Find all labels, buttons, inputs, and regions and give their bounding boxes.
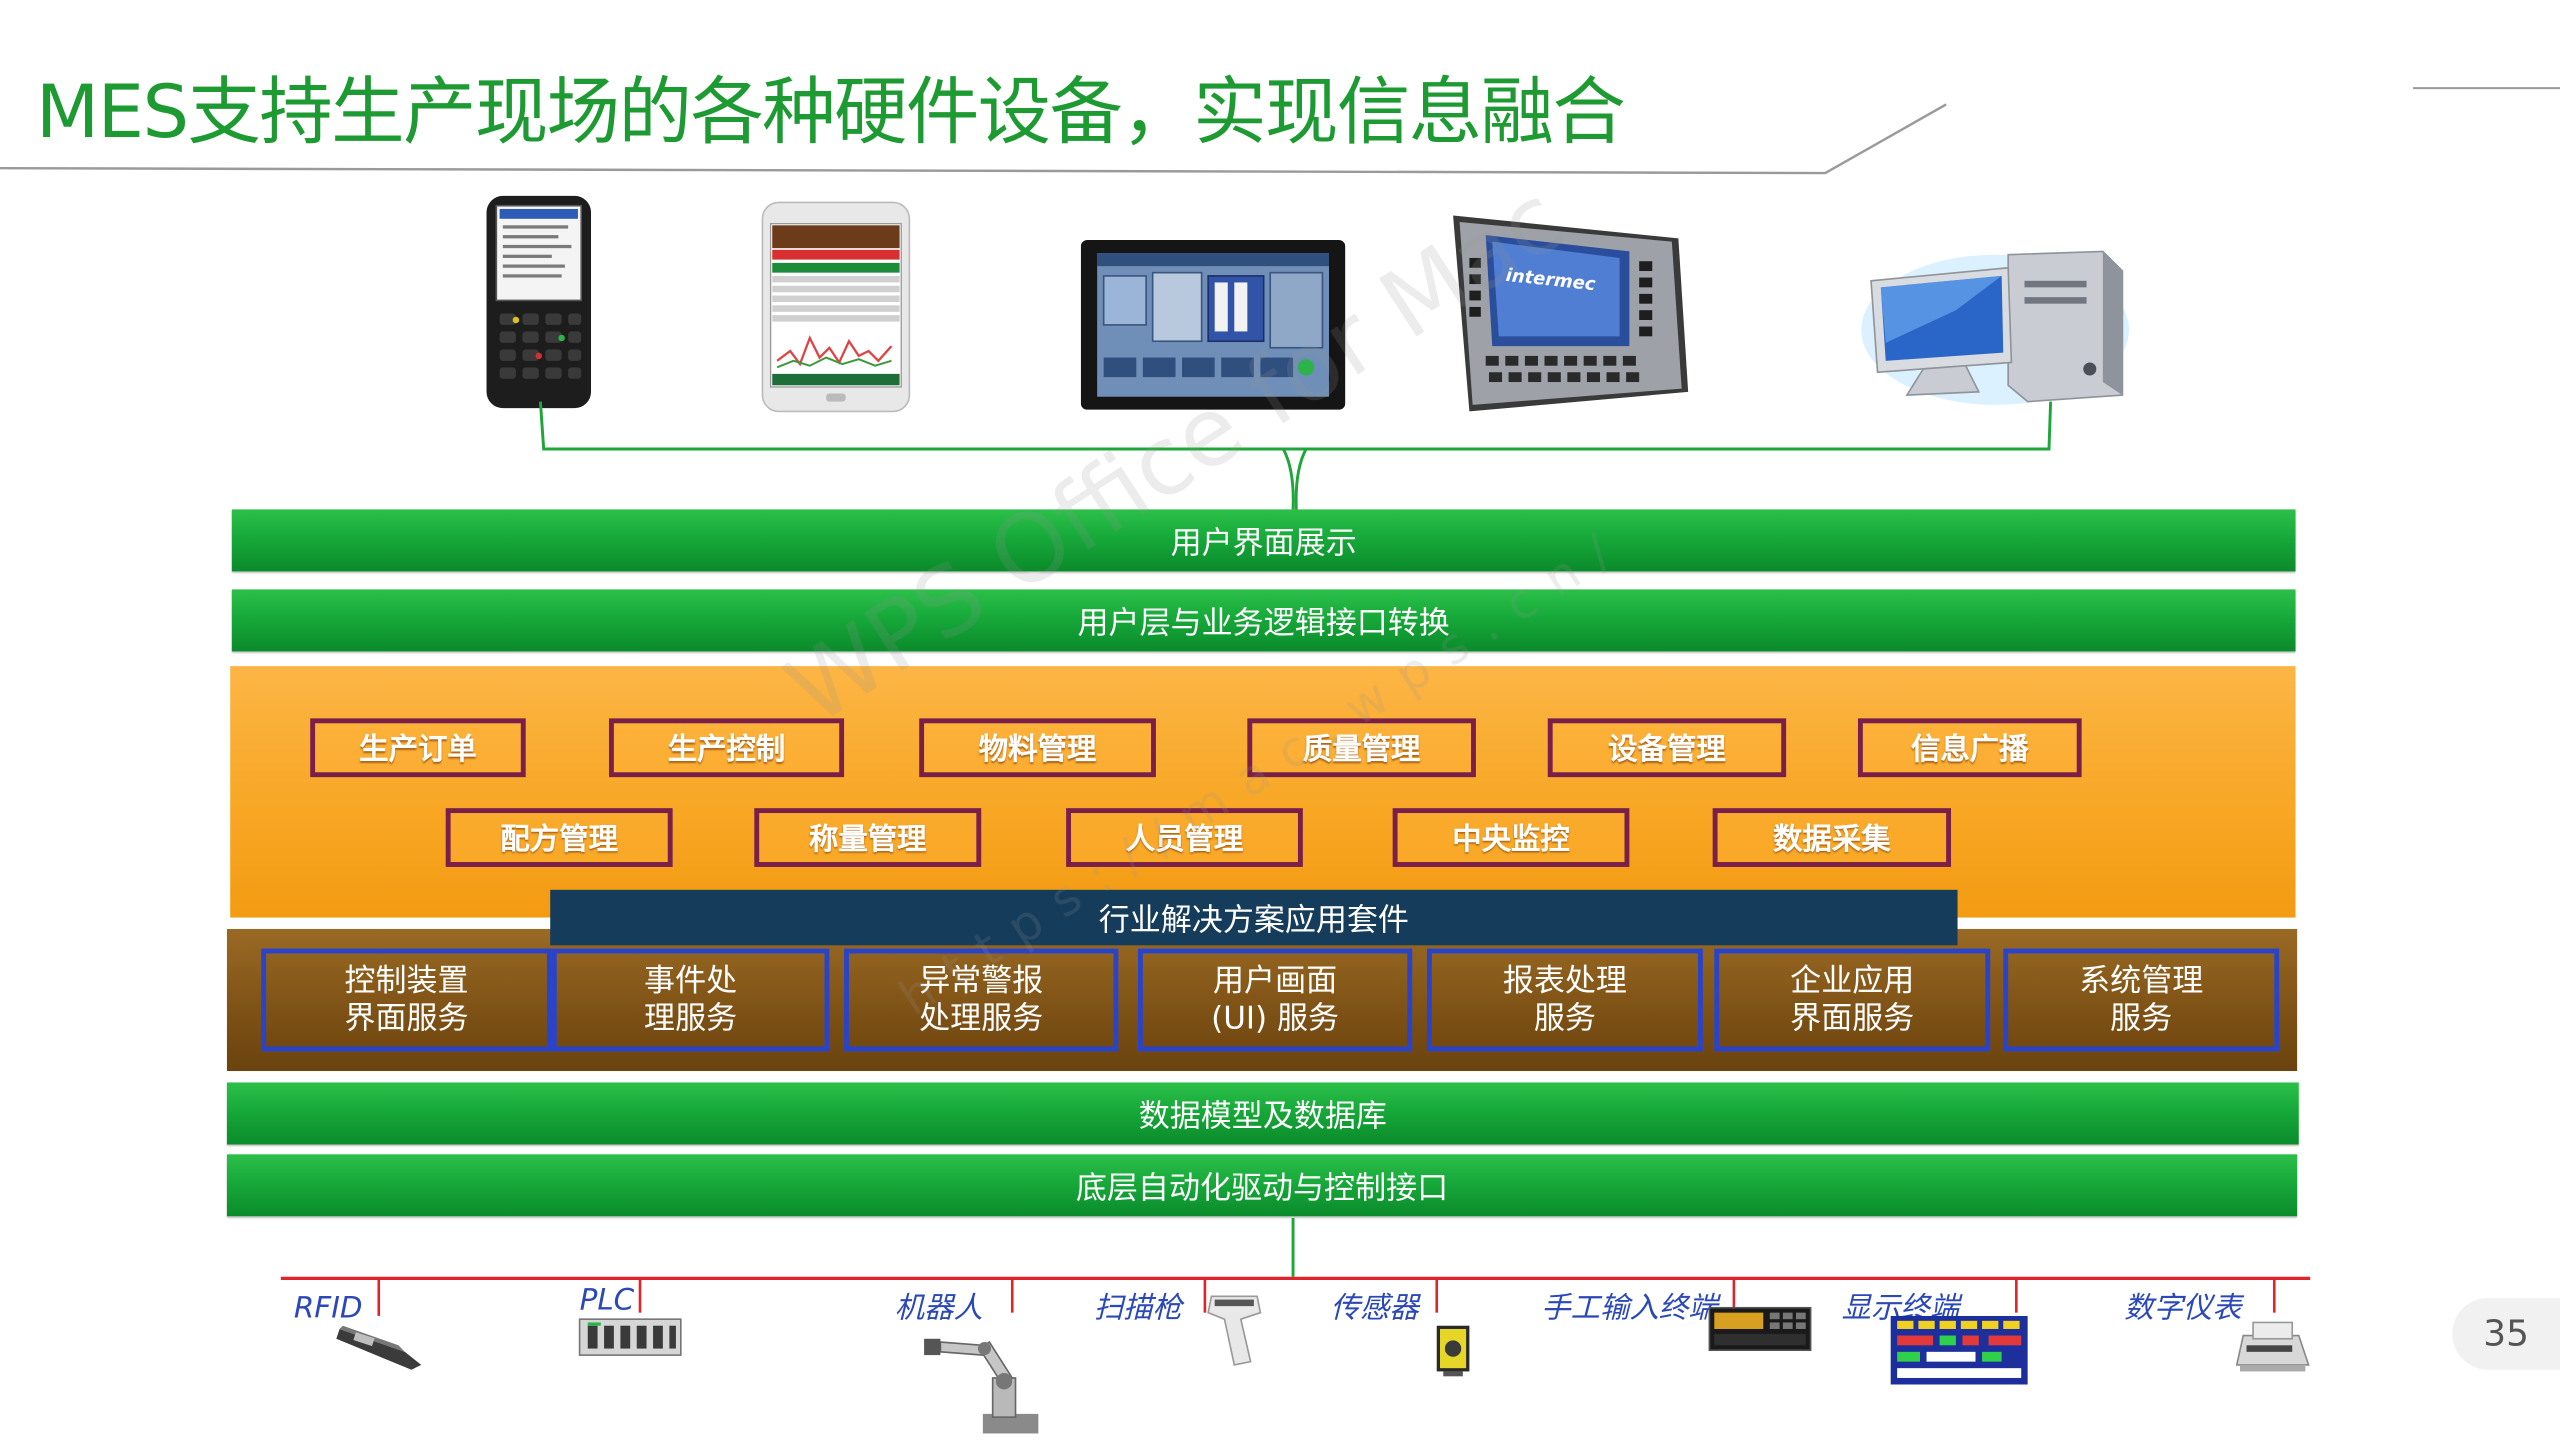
service-system-management: 系统管理 服务 — [2003, 948, 2280, 1052]
module-production-order: 生产订单 — [310, 718, 526, 778]
page-title: MES支持生产现场的各种硬件设备，实现信息融合 — [35, 68, 1626, 156]
module-material-management: 物料管理 — [919, 718, 1156, 778]
device-label-robot: 机器人 — [894, 1291, 983, 1326]
module-data-acquisition: 数据采集 — [1712, 808, 1952, 867]
device-label-rfid: RFID — [293, 1291, 363, 1326]
display-board-icon — [1890, 1315, 2028, 1385]
module-quality-management: 质量管理 — [1247, 718, 1476, 778]
service-user-interface: 用户画面 (UI) 服务 — [1137, 948, 1413, 1052]
desktop-computer-icon — [1861, 250, 2129, 405]
rfid-reader-icon — [336, 1325, 422, 1370]
layer-automation-control-interface: 底层自动化驱动与控制接口 — [226, 1154, 2298, 1217]
module-central-monitoring: 中央监控 — [1392, 808, 1630, 867]
page-number: 35 — [2452, 1297, 2560, 1370]
module-equipment-management: 设备管理 — [1547, 718, 1787, 778]
plc-icon — [578, 1318, 682, 1356]
layer-ui-display: 用户界面展示 — [231, 509, 2296, 572]
module-production-control: 生产控制 — [608, 718, 845, 778]
robot-arm-icon — [924, 1338, 1039, 1434]
device-connector-lines — [538, 401, 2053, 510]
device-label-manual-terminal: 手工输入终端 — [1541, 1291, 1718, 1326]
title-underline — [0, 87, 2560, 175]
device-label-plc: PLC — [579, 1283, 635, 1318]
service-control-device-interface: 控制装置 界面服务 — [261, 948, 552, 1052]
barcode-scanner-icon — [1207, 1295, 1262, 1366]
tablet-hmi-icon — [1080, 239, 1346, 410]
smartphone-icon — [761, 201, 911, 413]
manual-input-terminal-icon — [1708, 1306, 1812, 1352]
module-recipe-management: 配方管理 — [445, 808, 673, 867]
service-event-processing: 事件处 理服务 — [551, 948, 830, 1052]
device-label-scanner: 扫描枪 — [1093, 1291, 1183, 1326]
vehicle-mount-computer-icon: intermec — [1453, 215, 1689, 412]
digital-meter-icon — [2235, 1321, 2310, 1372]
layer-data-model-database: 数据模型及数据库 — [226, 1082, 2299, 1145]
service-alarm-processing: 异常警报 处理服务 — [844, 948, 1119, 1052]
layer-industry-solution-suite: 行业解决方案应用套件 — [550, 889, 1958, 946]
device-label-sensor: 传感器 — [1330, 1291, 1419, 1326]
service-enterprise-interface: 企业应用 界面服务 — [1714, 948, 1991, 1052]
service-report-processing: 报表处理 服务 — [1426, 948, 1703, 1052]
device-label-digital-meter: 数字仪表 — [2124, 1291, 2242, 1326]
module-info-broadcast: 信息广播 — [1857, 718, 2082, 778]
layer-ui-business-logic: 用户层与业务逻辑接口转换 — [231, 589, 2296, 652]
field-bus-lines — [280, 1217, 2311, 1316]
handheld-terminal-icon — [486, 195, 592, 409]
application-modules-panel — [230, 666, 2296, 918]
sensor-icon — [1436, 1325, 1470, 1377]
module-personnel-management: 人员管理 — [1066, 808, 1303, 867]
module-weighing-management: 称量管理 — [754, 808, 982, 867]
